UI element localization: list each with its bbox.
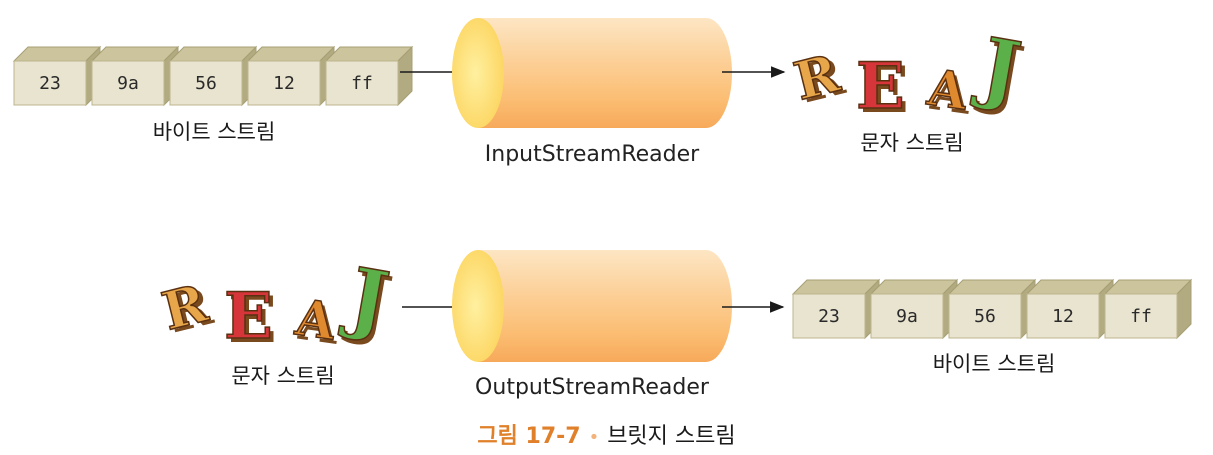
top-byte-box: 23 bbox=[12, 45, 102, 107]
byte-box-front bbox=[247, 60, 321, 106]
byte-box-top bbox=[90, 46, 180, 62]
top-byte-box: 12 bbox=[246, 45, 336, 107]
input-stream-reader-label: InputStreamReader bbox=[484, 142, 700, 167]
cylinder-cap bbox=[452, 250, 504, 362]
cylinder-body bbox=[478, 18, 732, 128]
letter-r-icon: RR bbox=[788, 42, 851, 115]
byte-value: 23 bbox=[818, 306, 840, 327]
byte-box-top bbox=[947, 279, 1037, 295]
bottom-byte-box: 9a bbox=[869, 278, 959, 340]
byte-value: ff bbox=[351, 73, 373, 94]
svg-text:E: E bbox=[224, 279, 273, 354]
svg-text:E: E bbox=[228, 283, 277, 358]
byte-value: ff bbox=[1130, 306, 1152, 327]
byte-box-top bbox=[168, 46, 258, 62]
byte-value: 56 bbox=[195, 73, 217, 94]
top-byte-box: 56 bbox=[168, 45, 258, 107]
top-byte-box: 9a bbox=[90, 45, 180, 107]
caption-bullet: • bbox=[588, 427, 600, 448]
byte-value: 9a bbox=[896, 306, 918, 327]
top-byte-box: ff bbox=[324, 45, 414, 107]
byte-value: 23 bbox=[39, 73, 61, 94]
bottom-byte-box: 56 bbox=[947, 278, 1037, 340]
top-cylinder-icon bbox=[452, 18, 732, 128]
byte-box-front bbox=[948, 293, 1022, 339]
figure-caption: 그림 17-7 • 브릿지 스트림 bbox=[477, 418, 735, 450]
bottom-char-stream-label: 문자 스트림 bbox=[231, 364, 335, 388]
top-char-stream-label: 문자 스트림 bbox=[860, 131, 964, 155]
byte-box-front bbox=[792, 293, 866, 339]
byte-value: 12 bbox=[273, 73, 295, 94]
svg-text:E: E bbox=[860, 53, 909, 128]
byte-box-top bbox=[791, 279, 881, 295]
byte-value: 56 bbox=[974, 306, 996, 327]
bottom-byte-box: 23 bbox=[791, 278, 881, 340]
byte-box-front bbox=[91, 60, 165, 106]
svg-text:A: A bbox=[291, 287, 340, 351]
byte-box-top bbox=[869, 279, 959, 295]
svg-text:A: A bbox=[927, 62, 976, 126]
letter-e-icon: EE bbox=[223, 278, 277, 358]
byte-box-front bbox=[1026, 293, 1100, 339]
byte-value: 9a bbox=[117, 73, 139, 94]
svg-text:A: A bbox=[295, 292, 344, 356]
figure-number: 그림 17-7 bbox=[477, 424, 581, 449]
svg-text:R: R bbox=[156, 273, 213, 343]
cylinder-cap bbox=[452, 18, 504, 128]
letter-e-icon: EE bbox=[855, 48, 909, 128]
letter-a-icon: AA bbox=[291, 287, 344, 356]
byte-box-top bbox=[1025, 279, 1115, 295]
byte-box-front bbox=[1104, 293, 1178, 339]
letter-a-icon: AA bbox=[923, 57, 976, 126]
byte-box-top bbox=[246, 46, 336, 62]
byte-box-top bbox=[12, 46, 102, 62]
output-stream-reader-label: OutputStreamReader bbox=[475, 375, 709, 400]
byte-box-top bbox=[1103, 279, 1193, 295]
top-byte-boxes: 23 9a 56 12 ff bbox=[12, 45, 414, 107]
bottom-byte-box: 12 bbox=[1025, 278, 1115, 340]
letter-j-icon: JJ bbox=[968, 19, 1030, 121]
bottom-byte-boxes: 23 9a 56 12 ff bbox=[791, 278, 1193, 340]
byte-box-front bbox=[169, 60, 243, 106]
byte-value: 12 bbox=[1052, 306, 1074, 327]
svg-text:R: R bbox=[788, 43, 845, 113]
byte-box-top bbox=[324, 46, 414, 62]
bottom-byte-box: ff bbox=[1103, 278, 1193, 340]
top-byte-stream-label: 바이트 스트림 bbox=[152, 120, 276, 144]
svg-text:J: J bbox=[337, 250, 395, 347]
cylinder-body bbox=[478, 250, 732, 362]
byte-box-front bbox=[325, 60, 399, 106]
byte-box-front bbox=[13, 60, 87, 106]
svg-text:E: E bbox=[856, 49, 905, 124]
svg-text:J: J bbox=[969, 20, 1027, 117]
letter-j-icon: JJ bbox=[336, 249, 398, 351]
bottom-byte-stream-label: 바이트 스트림 bbox=[932, 352, 1056, 376]
bottom-cylinder-icon bbox=[452, 250, 732, 362]
letter-r-icon: RR bbox=[156, 272, 219, 345]
figure-title: 브릿지 스트림 bbox=[607, 424, 736, 449]
byte-box-front bbox=[870, 293, 944, 339]
